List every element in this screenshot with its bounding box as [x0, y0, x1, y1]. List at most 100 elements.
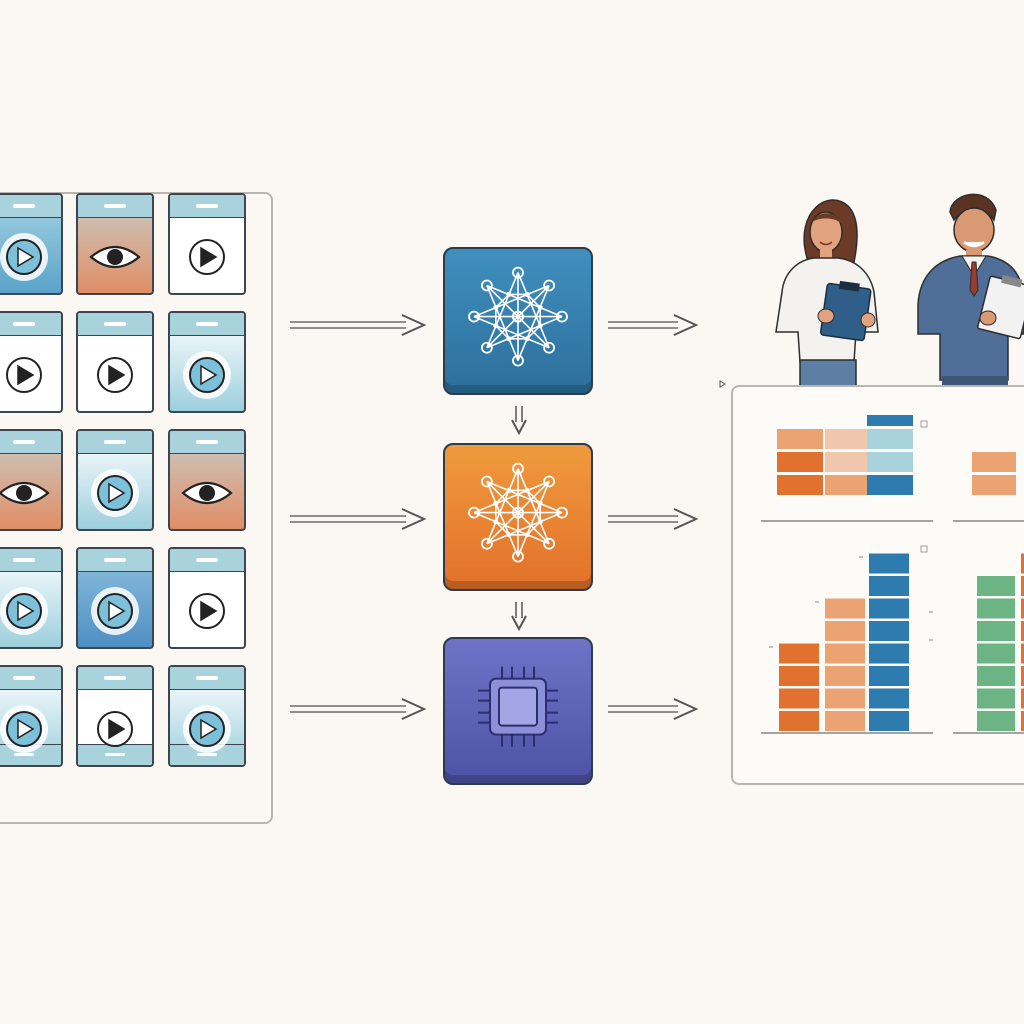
video-thumbnail[interactable]: [0, 311, 63, 413]
output-arrow-middle: [608, 508, 699, 530]
bar-segment: [1021, 553, 1024, 574]
woman-with-clipboard: [775, 199, 879, 388]
bar-segment: [869, 598, 909, 619]
play-icon: [91, 587, 139, 635]
video-thumbnail[interactable]: [168, 547, 246, 649]
processor-node: [443, 637, 593, 785]
bar-segment: [869, 711, 909, 731]
video-thumbnail[interactable]: [76, 665, 154, 767]
network-icon: [468, 266, 568, 367]
bar-segment: [869, 688, 909, 709]
bar-segment: [977, 598, 1015, 619]
bar-segment: [869, 643, 909, 664]
video-thumbnail[interactable]: [168, 193, 246, 295]
bar-segment: [825, 643, 865, 664]
bar-segment: [779, 643, 819, 664]
input-arrow-top: [290, 314, 427, 336]
bar-segment: [1021, 643, 1024, 664]
neural-network-node-secondary: [443, 443, 593, 591]
grouped-bar-chart-top: [761, 415, 1024, 522]
thumbnail-header: [78, 549, 152, 572]
bar-segment: [825, 598, 865, 619]
bar-segment: [779, 666, 819, 686]
bar-segment: [977, 688, 1015, 709]
bar-segment: [779, 688, 819, 709]
play-icon: [183, 351, 231, 399]
video-thumbnail[interactable]: [0, 429, 63, 531]
play-icon: [97, 357, 133, 393]
eye-icon: [89, 245, 141, 269]
input-arrow-middle: [290, 508, 427, 530]
man-with-clipboard: [917, 193, 1024, 388]
video-thumbnail[interactable]: [168, 311, 246, 413]
bar-segment: [867, 429, 913, 449]
bar-segment: [825, 452, 871, 472]
bar-segment: [867, 475, 913, 495]
thumbnail-header: [0, 431, 61, 454]
play-icon: [0, 705, 48, 753]
video-thumbnail[interactable]: [168, 665, 246, 767]
bar-segment: [869, 553, 909, 574]
bar-segment: [972, 452, 1016, 472]
video-thumbnail[interactable]: [0, 193, 63, 295]
video-thumbnail[interactable]: [0, 547, 63, 649]
thumbnail-header: [0, 549, 61, 572]
video-thumbnail[interactable]: [168, 429, 246, 531]
output-arrow-bottom: [608, 698, 699, 720]
legend-mark: [920, 545, 928, 553]
thumbnail-header: [78, 431, 152, 454]
bar-segment: [977, 621, 1015, 641]
thumbnail-header: [0, 667, 61, 690]
play-icon: [189, 593, 225, 629]
bar-segment: [779, 711, 819, 731]
bar-segment: [869, 666, 909, 686]
video-thumbnail[interactable]: [0, 665, 63, 767]
down-arrow-1: [511, 406, 527, 436]
thumbnail-header: [170, 667, 244, 690]
thumbnail-header: [78, 195, 152, 218]
bar-segment: [977, 576, 1015, 596]
down-arrow-2: [511, 602, 527, 632]
thumbnail-header: [170, 195, 244, 218]
play-icon: [6, 357, 42, 393]
video-thumbnail[interactable]: [76, 311, 154, 413]
video-thumbnail[interactable]: [76, 429, 154, 531]
video-thumbnail[interactable]: [76, 193, 154, 295]
legend-mark: [920, 420, 928, 428]
play-icon: [0, 587, 48, 635]
eye-icon: [181, 481, 233, 505]
panel-corner-mark: [719, 380, 726, 388]
network-icon: [468, 462, 568, 563]
bar-segment: [1021, 711, 1024, 731]
video-thumbnail[interactable]: [76, 547, 154, 649]
bar-segment: [977, 666, 1015, 686]
bar-segment: [1021, 666, 1024, 686]
input-arrow-bottom: [290, 698, 427, 720]
bar-segment: [1021, 688, 1024, 709]
play-icon: [97, 711, 133, 747]
chip-icon: [478, 666, 558, 747]
bar-segment: [867, 452, 913, 472]
bar-segment: [825, 429, 871, 449]
bar-segment: [825, 688, 865, 709]
bar-segment: [869, 576, 909, 596]
bar-segment: [777, 429, 823, 449]
bar-segment: [825, 621, 865, 641]
bar-segment: [1021, 576, 1024, 596]
bar-chart-bottom: [761, 545, 1024, 734]
play-icon: [91, 469, 139, 517]
bar-segment: [777, 452, 823, 472]
bar-segment: [977, 643, 1015, 664]
play-icon: [189, 239, 225, 275]
play-icon: [0, 233, 48, 281]
bar-segment: [869, 621, 909, 641]
play-icon: [183, 705, 231, 753]
bar-segment: [972, 475, 1016, 495]
bar-segment: [867, 415, 913, 426]
eye-icon: [0, 481, 50, 505]
thumbnail-header: [170, 313, 244, 336]
thumbnail-header: [78, 313, 152, 336]
neural-network-node: [443, 247, 593, 395]
output-arrow-top: [608, 314, 699, 336]
thumbnail-header: [170, 431, 244, 454]
